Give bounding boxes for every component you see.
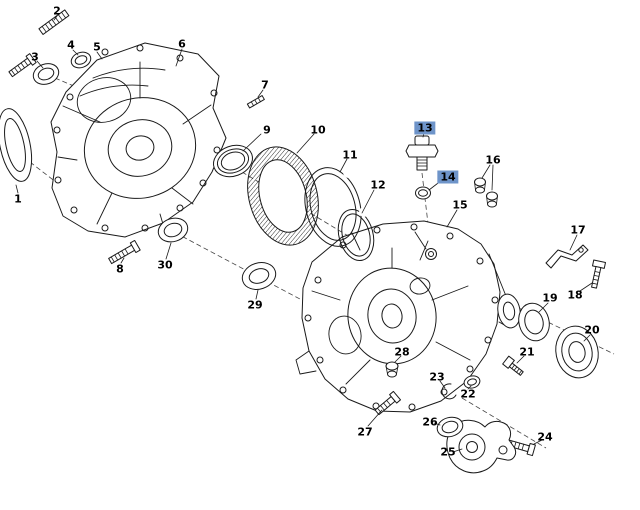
front-case-bolt-holes xyxy=(53,44,221,232)
part-28-plug xyxy=(385,361,399,378)
callout-4[interactable]: 4 xyxy=(67,38,75,52)
callout-28[interactable]: 28 xyxy=(394,345,410,359)
callout-15[interactable]: 15 xyxy=(452,198,468,212)
callout-10[interactable]: 10 xyxy=(310,123,326,137)
callout-21[interactable]: 21 xyxy=(519,345,535,359)
part-26-ring xyxy=(436,416,464,438)
callout-30[interactable]: 30 xyxy=(157,258,173,272)
callout-5[interactable]: 5 xyxy=(93,40,101,54)
part-29-seal xyxy=(241,262,277,290)
part-11-snap-ring xyxy=(304,166,362,247)
part-rear-case xyxy=(295,220,521,413)
callout-8[interactable]: 8 xyxy=(116,262,124,276)
callout-25[interactable]: 25 xyxy=(440,445,456,459)
callout-20[interactable]: 20 xyxy=(584,323,600,337)
part-7-pin xyxy=(246,95,265,109)
leader-lines xyxy=(15,15,593,453)
callout-27[interactable]: 27 xyxy=(357,425,373,439)
callout-9[interactable]: 9 xyxy=(263,123,271,137)
part-10-hatched-ring xyxy=(247,146,319,246)
callout-17[interactable]: 17 xyxy=(570,223,586,237)
part-1-seal xyxy=(0,108,33,182)
part-2-stud xyxy=(38,9,70,35)
part-9-bearing xyxy=(213,144,253,178)
callout-16[interactable]: 16 xyxy=(485,153,501,167)
callout-24[interactable]: 24 xyxy=(537,430,553,444)
part-25-actuator-motor xyxy=(446,419,517,474)
part-8-bolt xyxy=(108,239,141,265)
callout-19[interactable]: 19 xyxy=(542,291,558,305)
part-17-bracket xyxy=(545,244,589,269)
part-12-snap-ring xyxy=(337,207,375,261)
callout-12[interactable]: 12 xyxy=(370,178,386,192)
callout-23[interactable]: 23 xyxy=(429,370,445,384)
part-14-o-ring xyxy=(415,186,431,200)
part-3-seal xyxy=(32,63,60,85)
callout-26[interactable]: 26 xyxy=(422,415,438,429)
part-21-screw xyxy=(502,355,524,376)
callout-29[interactable]: 29 xyxy=(247,298,263,312)
callout-3[interactable]: 3 xyxy=(31,50,39,64)
part-4-ring xyxy=(70,51,92,69)
callout-2[interactable]: 2 xyxy=(53,4,61,18)
callout-14-selected[interactable]: 14 xyxy=(437,170,459,184)
part-18-bolt xyxy=(591,259,606,289)
callout-7[interactable]: 7 xyxy=(261,78,269,92)
part-30-seal xyxy=(157,217,189,243)
callout-18[interactable]: 18 xyxy=(567,288,583,302)
part-13-switch xyxy=(405,135,439,171)
part-bolt-left xyxy=(8,53,37,78)
callout-6[interactable]: 6 xyxy=(178,37,186,51)
callout-1[interactable]: 1 xyxy=(14,192,22,206)
part-front-case xyxy=(50,42,227,238)
part-19-bushing xyxy=(518,302,550,342)
part-23-clip xyxy=(441,383,457,400)
part-16-plugs xyxy=(474,177,498,208)
part-27-bolt xyxy=(374,390,401,416)
part-20-seal xyxy=(555,325,599,379)
callout-22[interactable]: 22 xyxy=(460,387,476,401)
callout-11[interactable]: 11 xyxy=(342,148,358,162)
callout-13-selected[interactable]: 13 xyxy=(414,121,436,135)
part-22-ring xyxy=(463,375,481,389)
